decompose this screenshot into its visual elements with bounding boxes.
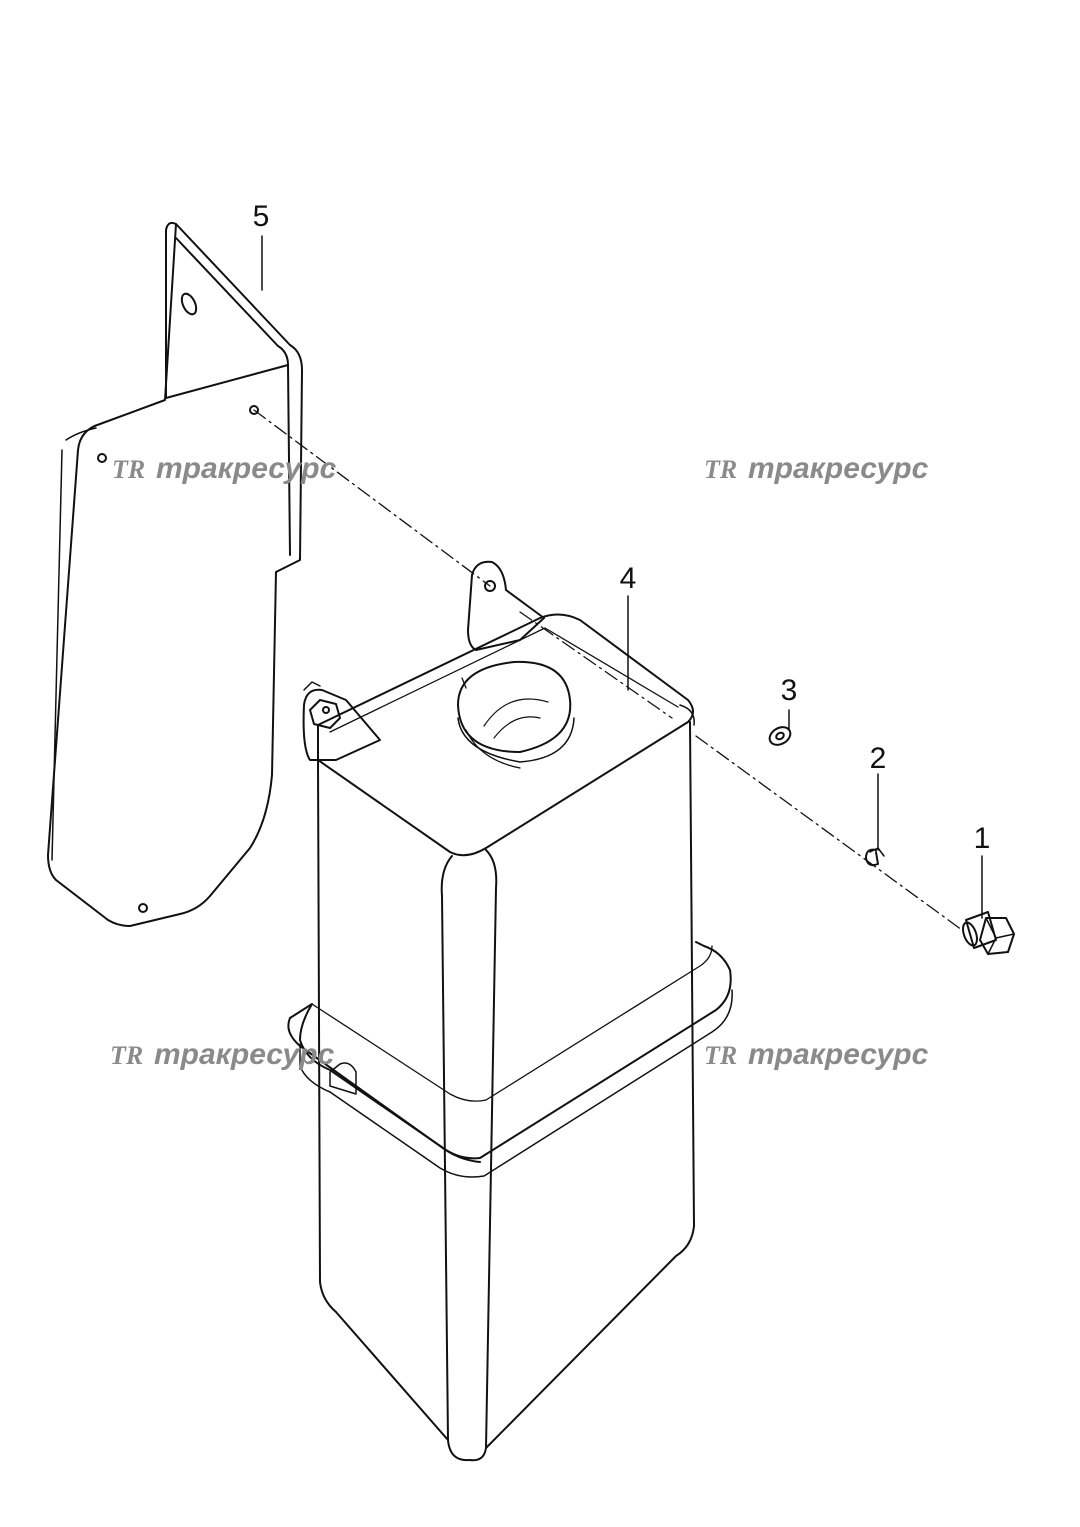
watermark-logo: TR: [704, 455, 737, 484]
watermark: TR тракресурс: [110, 1038, 335, 1071]
filler-cap: [457, 660, 575, 769]
bolt-part-1: [962, 911, 1015, 955]
tank-ear-hole-rear: [484, 580, 496, 592]
watermark: TR тракресурс: [112, 452, 337, 485]
callout-5: 5: [253, 200, 270, 233]
tank-nut: [309, 699, 341, 729]
callout-3: 3: [781, 674, 798, 707]
watermark-logo: TR: [704, 1041, 737, 1070]
watermark-text: тракресурс: [748, 1038, 929, 1071]
tank-ear-left: [302, 688, 381, 761]
bracket-hole-upper: [180, 292, 198, 316]
assembly-axis: [253, 409, 963, 931]
watermark-text: тракресурс: [748, 452, 929, 485]
watermark-text: тракресурс: [156, 452, 337, 485]
bracket-hole-mount: [249, 405, 259, 415]
washer-tank-part-4: [287, 560, 733, 1462]
bracket-outline: [47, 223, 303, 927]
watermark: TR тракресурс: [704, 1038, 929, 1071]
watermark-logo: TR: [110, 1041, 143, 1070]
callout-1: 1: [974, 822, 991, 855]
bracket-hole-left: [97, 453, 107, 463]
spring-washer-part-2: [865, 848, 879, 867]
watermark-logo: TR: [112, 455, 145, 484]
callout-2: 2: [870, 742, 887, 775]
watermark: TR тракресурс: [704, 452, 929, 485]
callout-4: 4: [620, 562, 637, 595]
tank-top: [317, 613, 694, 857]
bracket-part-5: [47, 221, 303, 927]
watermark-text: тракресурс: [154, 1038, 335, 1071]
bracket-hole-bottom: [138, 903, 148, 913]
tank-ear-rear: [467, 560, 545, 651]
